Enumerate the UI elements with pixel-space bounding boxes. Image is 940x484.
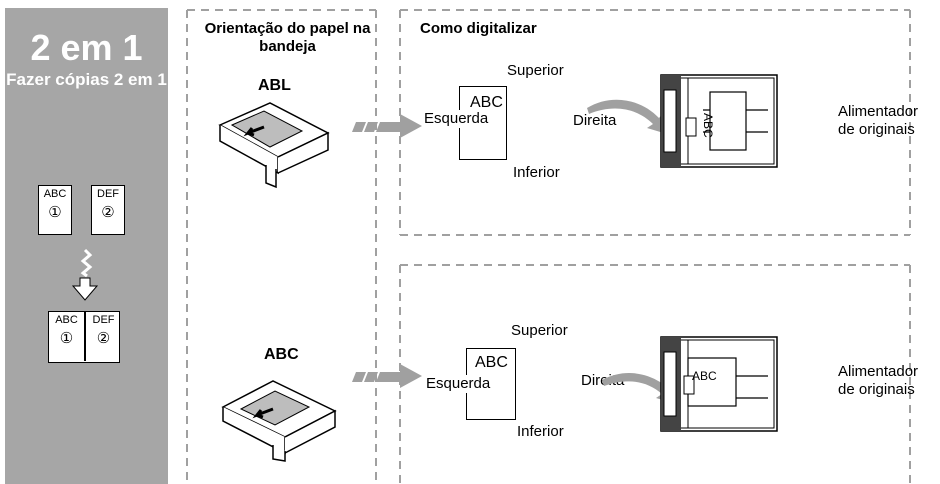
page-1: ABC ① bbox=[38, 185, 72, 235]
down-arrow-icon bbox=[71, 248, 99, 301]
label-bottom-2: Inferior bbox=[517, 423, 564, 440]
sheet-1-text: ABC bbox=[470, 94, 503, 111]
page-1-text: ABC bbox=[43, 188, 67, 200]
label-left-1: Esquerda bbox=[424, 110, 489, 128]
page-2: DEF ② bbox=[91, 185, 125, 235]
orientation-header: Orientação do papel na bandeja bbox=[204, 20, 371, 55]
paper-tray-1-icon bbox=[218, 102, 330, 189]
sheet-2: ABC bbox=[466, 348, 516, 420]
sidebar-subtitle: Fazer cópias 2 em 1 bbox=[6, 70, 167, 89]
label-bottom-1: Inferior bbox=[513, 164, 560, 181]
feeder-2-doc-text: ABC bbox=[692, 369, 717, 383]
label-top-2: Superior bbox=[511, 322, 568, 339]
combined-right: DEF ② bbox=[86, 312, 121, 361]
sheet-2-text: ABC bbox=[475, 354, 508, 371]
tray-label-1: ABL bbox=[258, 77, 291, 94]
flow-arrow-1-icon bbox=[352, 114, 422, 138]
combined-left-number: ① bbox=[59, 330, 74, 347]
page-1-number: ① bbox=[48, 204, 62, 221]
label-right-1: Direita bbox=[573, 112, 617, 129]
feeder-1-doc-text: ABC bbox=[701, 113, 715, 138]
curve-arrow-2-icon bbox=[602, 373, 676, 404]
paper-tray-2-icon bbox=[221, 380, 337, 462]
tray-label-2: ABC bbox=[264, 346, 299, 363]
flow-arrow-2-icon bbox=[352, 364, 422, 388]
document-feeder-1-icon bbox=[660, 74, 778, 168]
curve-arrow-1-icon bbox=[587, 99, 667, 134]
sidebar-panel: 2 em 1 Fazer cópias 2 em 1 ABC ① DEF ② A… bbox=[5, 8, 168, 484]
label-left-2: Esquerda bbox=[426, 375, 491, 393]
feeder-label-2: Alimentador de originais bbox=[838, 363, 919, 398]
sidebar-title: 2 em 1 bbox=[30, 27, 143, 68]
scan-header: Como digitalizar bbox=[420, 20, 537, 37]
page-2-text: DEF bbox=[97, 188, 119, 200]
document-feeder-2-icon bbox=[660, 336, 778, 432]
combined-left-text: ABC bbox=[55, 314, 78, 326]
label-top-1: Superior bbox=[507, 62, 564, 79]
page-2-number: ② bbox=[101, 204, 115, 221]
combined-right-number: ② bbox=[96, 330, 111, 347]
combined-left: ABC ① bbox=[49, 312, 84, 361]
combined-right-text: DEF bbox=[92, 314, 115, 326]
combined-divider bbox=[84, 312, 86, 361]
combined-page: ABC ① DEF ② bbox=[48, 311, 120, 363]
feeder-label-1: Alimentador de originais bbox=[838, 103, 919, 138]
